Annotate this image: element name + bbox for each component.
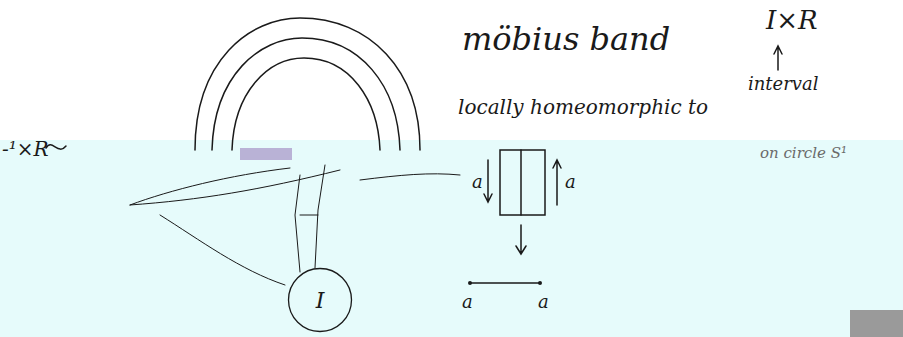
handwritten-label: I×R [766, 6, 818, 35]
handwritten-label: möbius band [462, 22, 670, 57]
endpoint [538, 281, 542, 285]
middle-line [520, 150, 522, 215]
band-arc [212, 38, 400, 150]
sketch-line [360, 174, 460, 180]
handwritten-label: a [462, 292, 473, 312]
handwritten-label: a [565, 172, 576, 192]
sketch-line [315, 165, 325, 268]
endpoint [468, 281, 472, 285]
cyan-ground [0, 140, 903, 337]
interval-arrow [774, 46, 782, 70]
grey-patch [850, 310, 903, 337]
handwritten-label: a [472, 172, 483, 192]
identification-square [500, 150, 545, 215]
segment [470, 282, 540, 284]
sketch-line [295, 175, 300, 272]
handwritten-label: locally homeomorphic to [458, 96, 708, 118]
handwritten-label: -¹×R [2, 138, 49, 160]
handwritten-label: interval [748, 74, 819, 94]
tilde [46, 145, 66, 149]
handwritten-label: on circle S¹ [760, 145, 847, 162]
sketch-line [300, 215, 318, 216]
handwritten-label: a [538, 292, 549, 312]
node-text: I [287, 288, 353, 313]
band-arc [232, 58, 380, 150]
smudge [240, 148, 292, 160]
band-arc [195, 18, 420, 150]
sketch-line [160, 215, 285, 285]
edge-arrow-up [553, 160, 561, 205]
circle-node: I [287, 267, 353, 333]
map-arrow [516, 225, 526, 254]
edge-arrow-down [484, 160, 492, 202]
sketch-line [130, 170, 340, 205]
